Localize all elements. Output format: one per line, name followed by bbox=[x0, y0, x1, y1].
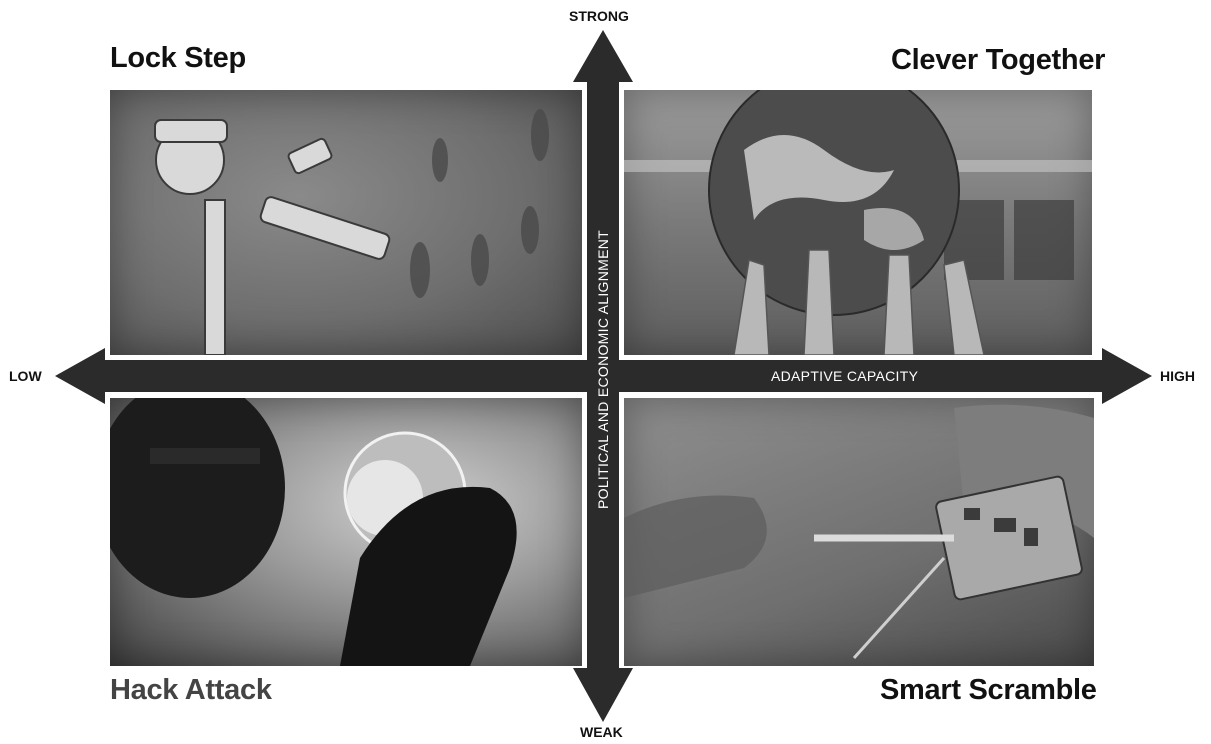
axis-label-low: LOW bbox=[9, 368, 42, 384]
axis-title-political-economic-alignment: POLITICAL AND ECONOMIC ALIGNMENT bbox=[595, 239, 611, 509]
axis-title-adaptive-capacity: ADAPTIVE CAPACITY bbox=[771, 368, 918, 384]
axis-label-high: HIGH bbox=[1160, 368, 1195, 384]
axis-label-weak: WEAK bbox=[580, 724, 623, 740]
axis-label-strong: STRONG bbox=[569, 8, 629, 24]
